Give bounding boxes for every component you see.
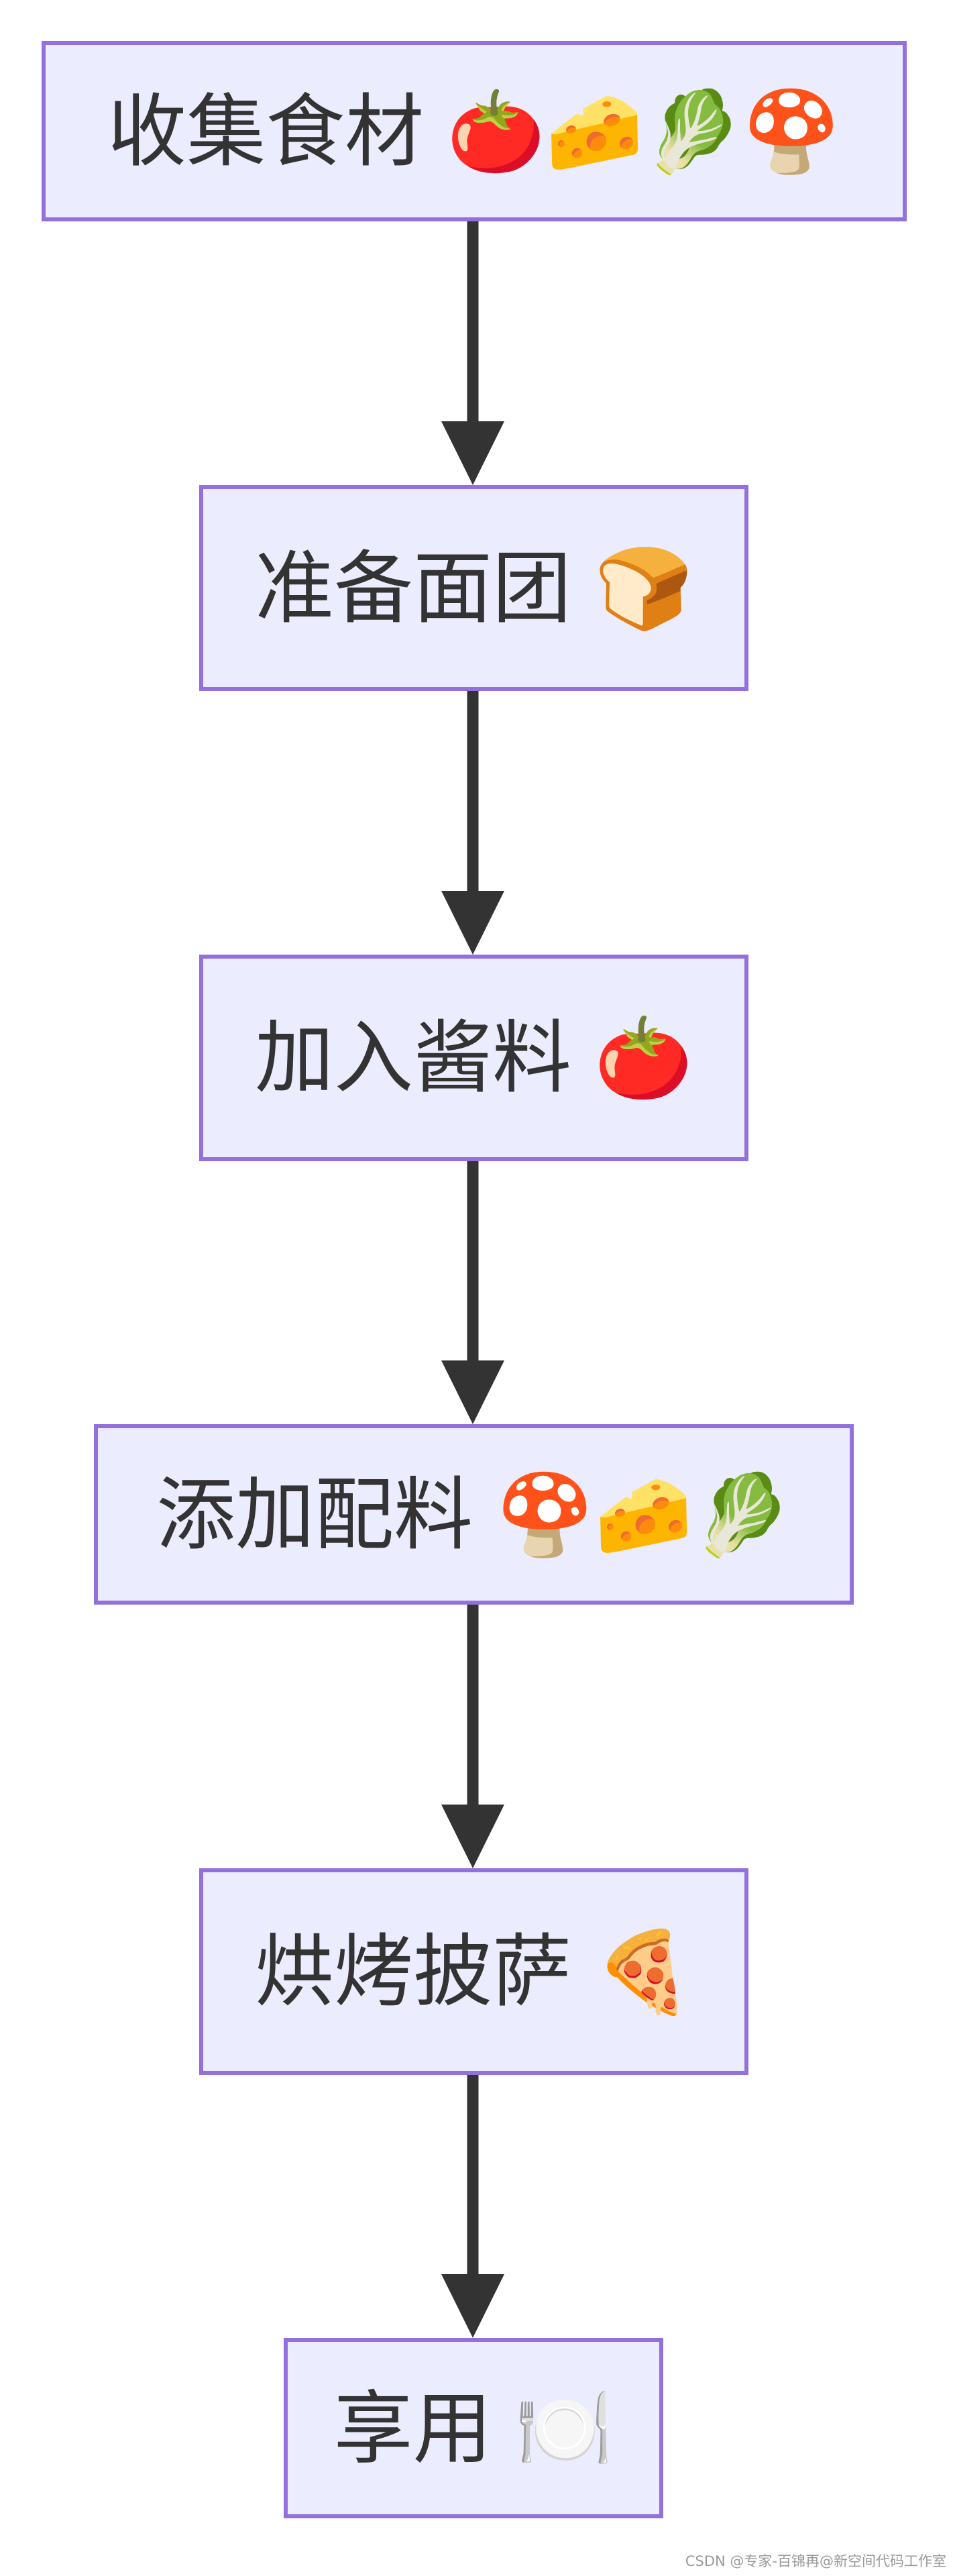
- edge-dough-sauce: [441, 691, 504, 955]
- node-enjoy: 享用 🍽️: [284, 2338, 663, 2518]
- node-add-sauce: 加入酱料 🍅: [199, 955, 748, 1161]
- node-bake-pizza: 烘烤披萨 🍕: [199, 1868, 748, 2075]
- edge-sauce-toppings: [441, 1161, 504, 1424]
- node-emoji-icons: 🍅: [594, 1012, 693, 1104]
- node-emoji-icons: 🍞: [594, 541, 693, 635]
- node-emoji-icons: 🍄🧀🥬: [496, 1468, 791, 1561]
- watermark: CSDN @专家-百锦再@新空间代码工作室: [685, 2553, 946, 2569]
- node-emoji-icons: 🍕: [594, 1925, 693, 2018]
- node-gather-ingredients: 收集食材 🍅🧀🥬🍄: [42, 41, 907, 221]
- node-label: 收集食材: [107, 85, 425, 178]
- edge-toppings-bake: [441, 1605, 504, 1868]
- node-label: 享用: [333, 2381, 492, 2475]
- node-label: 烘烤披萨: [255, 1925, 572, 2018]
- node-label: 加入酱料: [255, 1012, 572, 1104]
- node-label: 添加配料: [156, 1468, 473, 1561]
- node-label: 准备面团: [255, 541, 572, 635]
- node-add-toppings: 添加配料 🍄🧀🥬: [94, 1424, 854, 1605]
- node-prepare-dough: 准备面团 🍞: [199, 485, 748, 691]
- edge-bake-enjoy: [441, 2075, 504, 2338]
- node-emoji-icons: 🍽️: [514, 2381, 614, 2475]
- edge-gather-dough: [441, 221, 504, 485]
- node-emoji-icons: 🍅🧀🥬🍄: [447, 85, 841, 178]
